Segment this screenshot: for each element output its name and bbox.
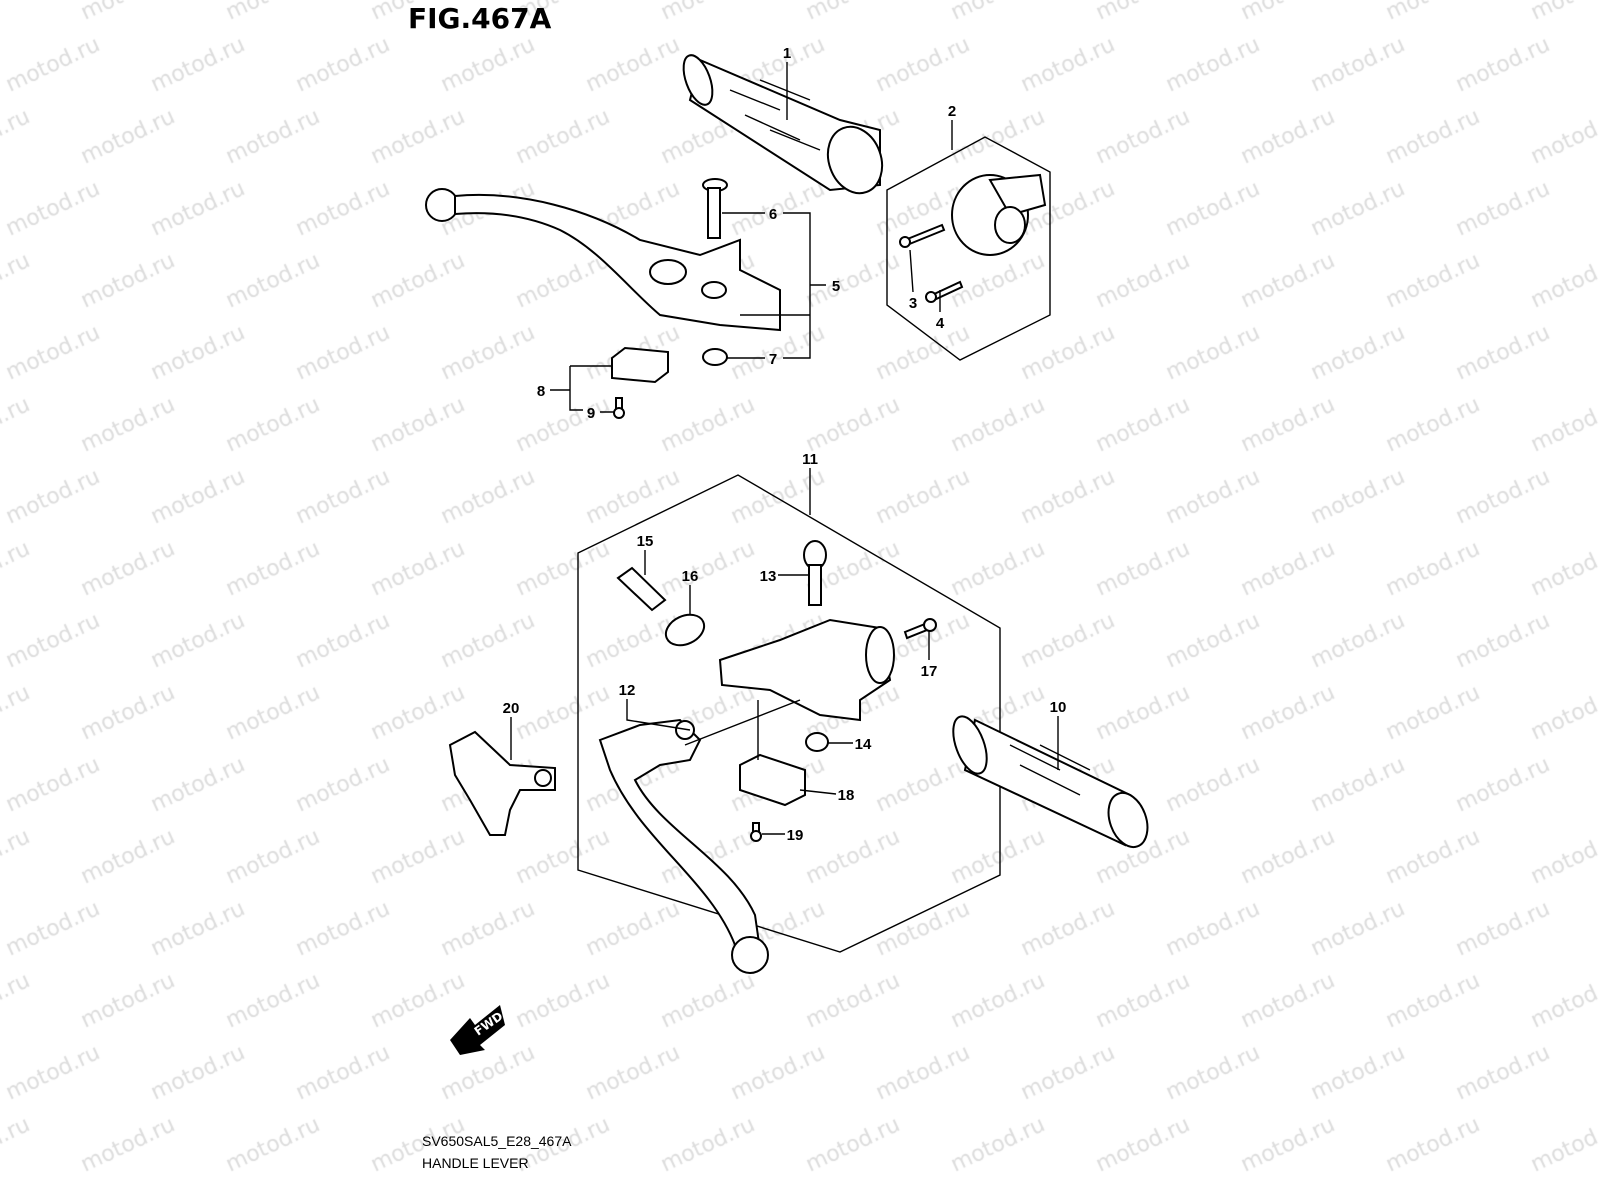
callout-19: 19 bbox=[787, 827, 804, 844]
callout-20: 20 bbox=[503, 700, 520, 717]
part-5-brake-lever bbox=[425, 188, 781, 332]
callout-2: 2 bbox=[948, 103, 956, 120]
part-14-nut bbox=[805, 732, 829, 752]
figure-code: SV650SAL5_E28_467A bbox=[422, 1133, 572, 1149]
part-6-pivot-bolt bbox=[702, 178, 728, 239]
part-2-box bbox=[886, 136, 1051, 361]
part-12-clutch-lever bbox=[598, 718, 769, 974]
leader-lines bbox=[510, 62, 1059, 835]
callout-14: 14 bbox=[855, 736, 872, 753]
part-13-pivot-bolt bbox=[803, 540, 827, 606]
part-4-screw bbox=[925, 280, 964, 303]
part-16-spring bbox=[664, 613, 706, 647]
callout-8: 8 bbox=[537, 383, 545, 400]
callout-17: 17 bbox=[921, 663, 938, 680]
part-8-switch bbox=[611, 346, 669, 384]
figure-name: HANDLE LEVER bbox=[422, 1155, 529, 1171]
part-7-nut bbox=[702, 348, 728, 366]
part-10-left-grip bbox=[952, 715, 1149, 849]
callout-13: 13 bbox=[760, 568, 777, 585]
callout-11: 11 bbox=[802, 451, 818, 468]
part-18-clutch-switch bbox=[739, 753, 806, 807]
part-15-adjuster bbox=[616, 566, 667, 612]
part-19-screw bbox=[750, 822, 762, 842]
callout-4: 4 bbox=[936, 315, 945, 332]
callout-10: 10 bbox=[1050, 699, 1067, 716]
part-11-box bbox=[577, 474, 1001, 953]
callout-6: 6 bbox=[769, 206, 777, 223]
part-17-screw bbox=[903, 618, 937, 640]
callout-12: 12 bbox=[619, 682, 636, 699]
callout-3: 3 bbox=[909, 295, 917, 312]
callout-5: 5 bbox=[832, 278, 840, 295]
part-3-screw bbox=[899, 223, 946, 248]
callout-18: 18 bbox=[838, 787, 855, 804]
part-1-throttle-grip bbox=[682, 54, 884, 195]
part-2-throttle-housing bbox=[951, 173, 1047, 256]
figure-title: FIG.467A bbox=[408, 2, 552, 35]
forward-arrow-icon: FWD bbox=[450, 1005, 505, 1055]
part-20-cable-guide bbox=[448, 730, 556, 836]
callout-1: 1 bbox=[783, 45, 791, 62]
callout-15: 15 bbox=[637, 533, 654, 550]
callout-7: 7 bbox=[769, 351, 777, 368]
callout-16: 16 bbox=[682, 568, 699, 585]
part-9-screw bbox=[613, 397, 625, 419]
part-11-lever-holder bbox=[718, 618, 895, 722]
callout-9: 9 bbox=[587, 405, 595, 422]
